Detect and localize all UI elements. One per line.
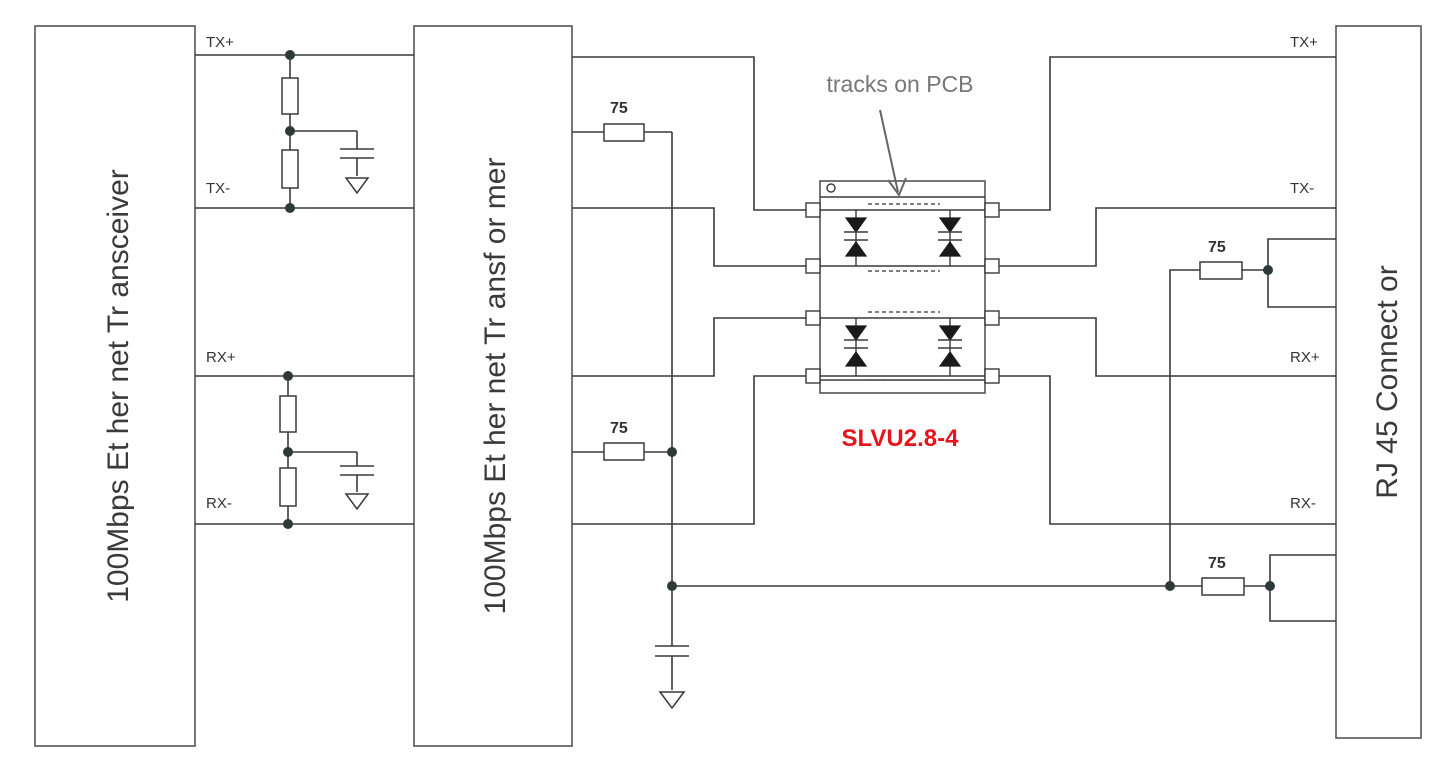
resistor-r1: 75 [603,100,645,142]
resistor-r4: 75 [1201,555,1245,596]
ground-icon [344,177,370,195]
transceiver-label: 100Mbps Et her net Tr ansceiver [102,169,135,603]
left-rx-minus-label: RX- [206,495,232,512]
ground-icon [344,493,370,511]
protector-to-connector-wires [999,56,1336,622]
transformer-label: 100Mbps Et her net Tr ansf or mer [479,158,512,615]
transformer-to-protector-wires [572,56,1170,710]
tracks-annotation-text: tracks on PCB [827,71,974,97]
tx-termination-network [281,50,374,213]
left-tx-plus-label: TX+ [206,34,234,51]
resistor-r3-value: 75 [1208,239,1226,256]
slvu-protector-ic: SLVU2.8-4 [805,180,1000,452]
tvs-diode-icon [844,210,868,266]
right-tx-minus-label: TX- [1290,180,1314,197]
right-rx-minus-label: RX- [1290,495,1316,512]
transceiver-transformer-wires [195,54,414,525]
arrow-down-icon [887,177,907,198]
transceiver-block: 100Mbps Et her net Tr ansceiver [34,25,196,747]
tvs-diode-icon [938,210,962,266]
tvs-diode-icon [844,318,868,376]
resistor-r2-value: 75 [610,420,628,437]
transformer-block: 100Mbps Et her net Tr ansf or mer [413,25,573,747]
ground-icon [658,691,686,710]
part-number-label: SLVU2.8-4 [842,425,960,452]
tracks-annotation: tracks on PCB [827,71,974,198]
resistor-r1-value: 75 [610,100,628,117]
resistor-r2: 75 [603,420,645,461]
right-tx-plus-label: TX+ [1290,34,1318,51]
resistor-r4-value: 75 [1208,555,1226,572]
right-rx-plus-label: RX+ [1290,349,1320,366]
connector-label: RJ 45 Connect or [1371,265,1404,498]
resistor-r3: 75 [1199,239,1243,280]
tvs-diode-icon [938,318,962,376]
left-tx-minus-label: TX- [206,180,230,197]
left-rx-plus-label: RX+ [206,349,236,366]
rx-termination-network [279,371,374,529]
rj45-connector-block: RJ 45 Connect or [1335,25,1422,739]
